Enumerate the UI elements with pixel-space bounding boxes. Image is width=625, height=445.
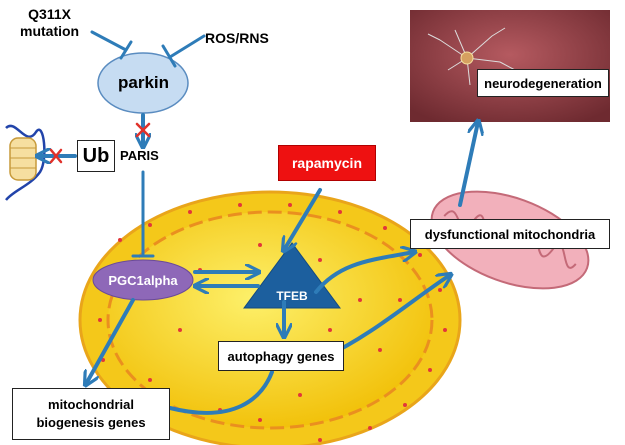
neurodegeneration-box: neurodegeneration (477, 69, 609, 97)
dysfunctional-mitochondria-box: dysfunctional mitochondria (410, 219, 610, 249)
mitochondrial-biogenesis-genes-box: mitochondrial biogenesis genes (12, 388, 170, 440)
paris-label: PARIS (120, 148, 159, 163)
ub-box: Ub (77, 140, 115, 172)
autophagy-genes-box: autophagy genes (218, 341, 344, 371)
rapamycin-box: rapamycin (278, 145, 376, 181)
ros-rns-label: ROS/RNS (205, 30, 269, 46)
pgc1alpha-label: PGC1alpha (108, 272, 178, 288)
tfeb-label: TFEB (276, 289, 308, 303)
parkin-label: parkin (118, 73, 170, 92)
proteasome-icon (5, 124, 46, 201)
neuron-icon (427, 27, 516, 86)
neuron-image (410, 10, 610, 122)
q311x-mutation-label: Q311X mutation (20, 6, 80, 39)
inhibition-edges (90, 30, 206, 258)
inhibition-marks (49, 122, 151, 164)
